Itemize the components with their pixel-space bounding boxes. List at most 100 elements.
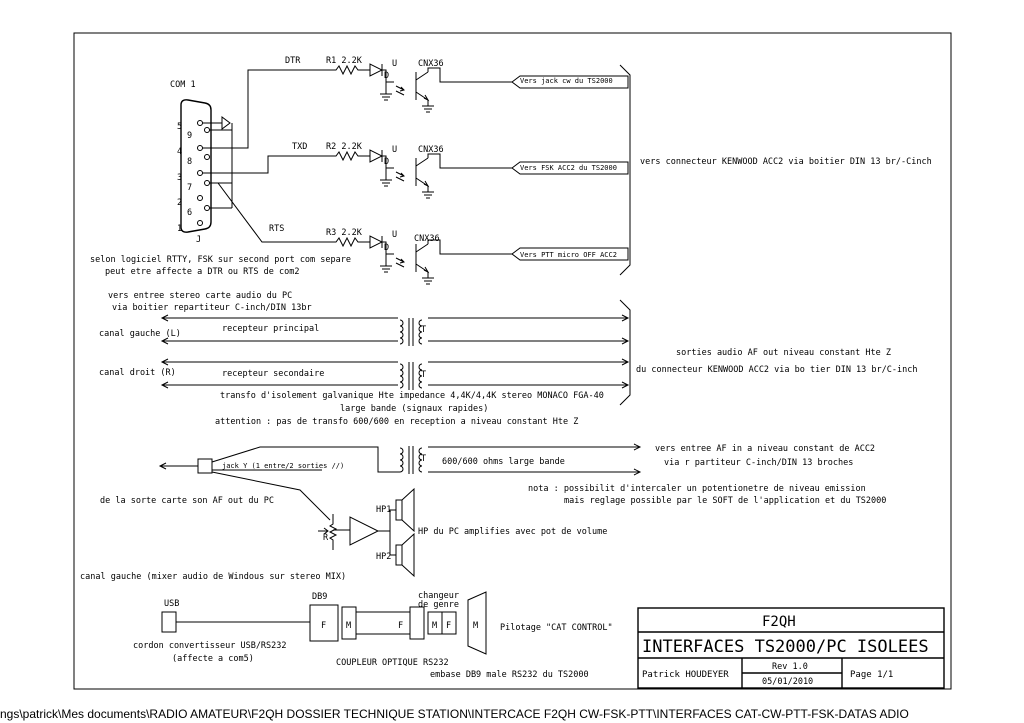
stereo-note-2: via boitier repartiteur C-inch/DIN 13br [112, 303, 312, 313]
ground-symbol [422, 191, 434, 199]
transfo-l-label: T [421, 325, 426, 335]
diode-label: D [384, 71, 389, 81]
pin-6: 6 [187, 208, 192, 218]
light-arrow [395, 85, 405, 96]
phototransistor [415, 243, 429, 278]
phototransistor [415, 157, 429, 192]
transformer-core [408, 318, 414, 346]
tx-audio-wiring [158, 443, 642, 521]
stereo-note-1: vers entree stereo carte audio du PC [108, 291, 292, 301]
transformer-600 [399, 446, 423, 474]
com-ground-bus [209, 123, 233, 209]
pin-4: 4 [177, 147, 182, 157]
db9-label: DB9 [312, 592, 327, 602]
led-wire [382, 241, 394, 255]
target-label: Vers jack cw du TS2000 [520, 77, 613, 85]
supply-label: U [392, 59, 397, 69]
author: Patrick HOUDEYER [642, 670, 729, 680]
pilotage-label: Pilotage "CAT CONTROL" [500, 623, 613, 633]
output-tag [511, 75, 629, 89]
jack-y-label: jack Y (1 entre/2 sorties //) [222, 462, 344, 470]
db9-f-label: F [321, 621, 326, 631]
com1-title: COM 1 [170, 80, 196, 90]
resistor-label: R1 2.2K [326, 56, 363, 66]
diode-label: D [384, 157, 389, 167]
output-tag [511, 247, 629, 261]
collector-wire [427, 67, 512, 83]
emitter-arrow [423, 180, 430, 188]
logiciel-note-2: peut etre affecte a DTR ou RTS de com2 [105, 267, 299, 277]
pin-8: 8 [187, 157, 192, 167]
recepteur-secondaire-label: recepteur secondaire [222, 369, 324, 379]
nota-1: nota : possibilit d'intercaler un potent… [528, 484, 866, 494]
opto-label: CNX36 [418, 145, 444, 155]
resistor-label: R2 2.2K [326, 142, 363, 152]
coupleur-m-label: M [346, 621, 351, 631]
transformer-right-channel [399, 362, 423, 390]
cat-chain [161, 591, 487, 655]
pot-amplifier [318, 487, 415, 578]
coil-right [418, 381, 423, 389]
date: 05/01/2010 [762, 677, 813, 687]
sorte-carte-note: de la sorte carte son AF out du PC [100, 496, 274, 506]
light-arrow [395, 171, 405, 182]
transfo-note-1: transfo d'isolement galvanique Hte imped… [220, 391, 604, 401]
db9-pins: 5 9 4 8 3 7 2 6 1 J [177, 122, 201, 245]
title-block-frame [637, 607, 945, 689]
coil-left [399, 459, 404, 467]
supply-label: U [392, 145, 397, 155]
pin-5: 5 [177, 122, 182, 132]
changeur-m-label: M [432, 621, 437, 631]
sorties-note-2: du connecteur KENWOOD ACC2 via bo tier D… [636, 365, 917, 375]
acc2-note: vers connecteur KENWOOD ACC2 via boitier… [640, 157, 932, 167]
opto-stage-ptt: R3 2.2K U D CNX36 Vers PTT micro OFF ACC… [326, 228, 617, 259]
opto-stage-cw: R1 2.2K U D CNX36 Vers jack cw du TS2000 [326, 56, 613, 85]
coil-left [399, 453, 404, 461]
diode-label: D [384, 243, 389, 253]
emitter-arrow [423, 94, 430, 102]
pin-9: 9 [187, 131, 192, 141]
ground-symbol [380, 254, 392, 273]
rts-label: RTS [269, 224, 284, 234]
cordon-note-2: (affecte a com5) [172, 654, 254, 664]
led-symbol [369, 63, 384, 77]
callsign: F2QH [762, 614, 796, 630]
title: INTERFACES TS2000/PC ISOLEES [642, 637, 929, 657]
hp2-label: HP2 [376, 552, 391, 562]
usb-label: USB [164, 599, 179, 609]
coil-left [399, 447, 404, 455]
coil-left [399, 375, 404, 383]
sorties-note-1: sorties audio AF out niveau constant Hte… [676, 348, 891, 358]
target-label: Vers FSK ACC2 du TS2000 [520, 164, 617, 172]
transfo-r-label: T [421, 370, 426, 380]
nota-2: mais reglage possible par le SOFT de l'a… [564, 496, 886, 506]
led-wire [382, 69, 394, 83]
dtr-wire [202, 69, 278, 149]
coil-right [418, 465, 423, 473]
pin-3: 3 [177, 173, 182, 183]
changeur-label-2: de genre [418, 600, 459, 610]
transformer-core [408, 362, 414, 390]
pot-label: R [323, 533, 329, 543]
pin-7: 7 [187, 183, 192, 193]
txd-label: TXD [292, 142, 307, 152]
coil-left [399, 337, 404, 345]
led-symbol [369, 235, 384, 249]
canal-gauche-label: canal gauche (L) [99, 329, 181, 339]
collector-wire [427, 153, 512, 169]
opto-stage-fsk: R2 2.2K U D CNX36 Vers FSK ACC2 du TS200… [326, 142, 617, 172]
embase-m-label: M [473, 621, 478, 631]
ground-symbol [380, 168, 392, 187]
phototransistor [415, 71, 429, 106]
ground-symbol [422, 277, 434, 285]
dtr-label: DTR [285, 56, 301, 66]
ground-symbol [380, 82, 392, 101]
transfo-note-2: large bande (signaux rapides) [340, 404, 488, 414]
rts-wire [209, 182, 330, 243]
embase-label: embase DB9 male RS232 du TS2000 [430, 670, 589, 680]
coupleur-label: COUPLEUR OPTIQUE RS232 [336, 658, 449, 668]
coil-right [418, 337, 423, 345]
cordon-note-1: cordon convertisseur USB/RS232 [133, 641, 287, 651]
transfo-tx-label: T [421, 454, 426, 464]
